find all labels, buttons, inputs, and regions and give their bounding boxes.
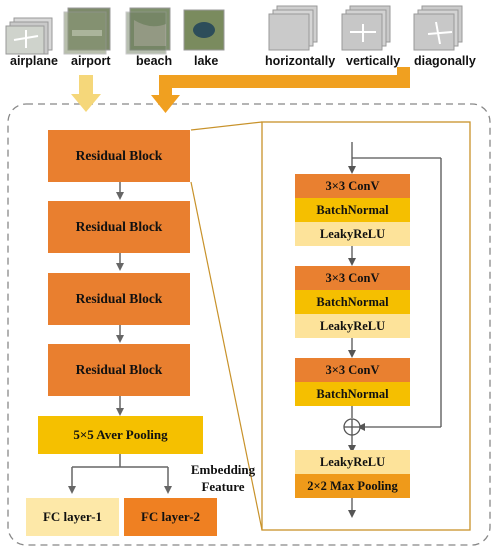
detail-frame [261, 121, 471, 531]
detail-leakyrelu-final: LeakyReLU [295, 450, 410, 474]
label-vertically: vertically [346, 54, 401, 68]
label-airplane: airplane [10, 54, 58, 68]
embedding-line-1: Embedding [190, 462, 256, 477]
label-beach: beach [136, 54, 173, 68]
augmentation-thumbnails [268, 5, 463, 51]
detail-max-pooling: 2×2 Max Pooling [295, 474, 410, 498]
embedding-line-2: Feature [201, 479, 245, 494]
detail-leakyrelu-1: LeakyReLU [295, 222, 410, 246]
label-airport: airport [71, 54, 111, 68]
label-horizontally: horizontally [265, 54, 336, 68]
detail-bn-2: BatchNormal [295, 290, 410, 314]
fc-layer-2: FC layer-2 [124, 498, 217, 536]
aver-pooling-block: 5×5 Aver Pooling [38, 416, 203, 454]
detail-leakyrelu-2: LeakyReLU [295, 314, 410, 338]
dataset-thumbnails [5, 7, 225, 55]
residual-block-3: Residual Block [48, 273, 190, 325]
embedding-feature-label: Embedding Feature [178, 461, 268, 495]
detail-conv-2: 3×3 ConV [295, 266, 410, 290]
label-diagonally: diagonally [414, 54, 476, 68]
label-lake: lake [194, 54, 219, 68]
residual-block-4: Residual Block [48, 344, 190, 396]
outer-dashed-frame [7, 103, 491, 546]
detail-bn-3: BatchNormal [295, 382, 410, 406]
residual-block-1: Residual Block [48, 130, 190, 182]
detail-bn-1: BatchNormal [295, 198, 410, 222]
residual-block-2: Residual Block [48, 201, 190, 253]
detail-conv-3: 3×3 ConV [295, 358, 410, 382]
input-arrow [71, 75, 101, 112]
detail-conv-1: 3×3 ConV [295, 174, 410, 198]
augmentation-arrow [151, 67, 410, 113]
fc-layer-1: FC layer-1 [26, 498, 119, 536]
